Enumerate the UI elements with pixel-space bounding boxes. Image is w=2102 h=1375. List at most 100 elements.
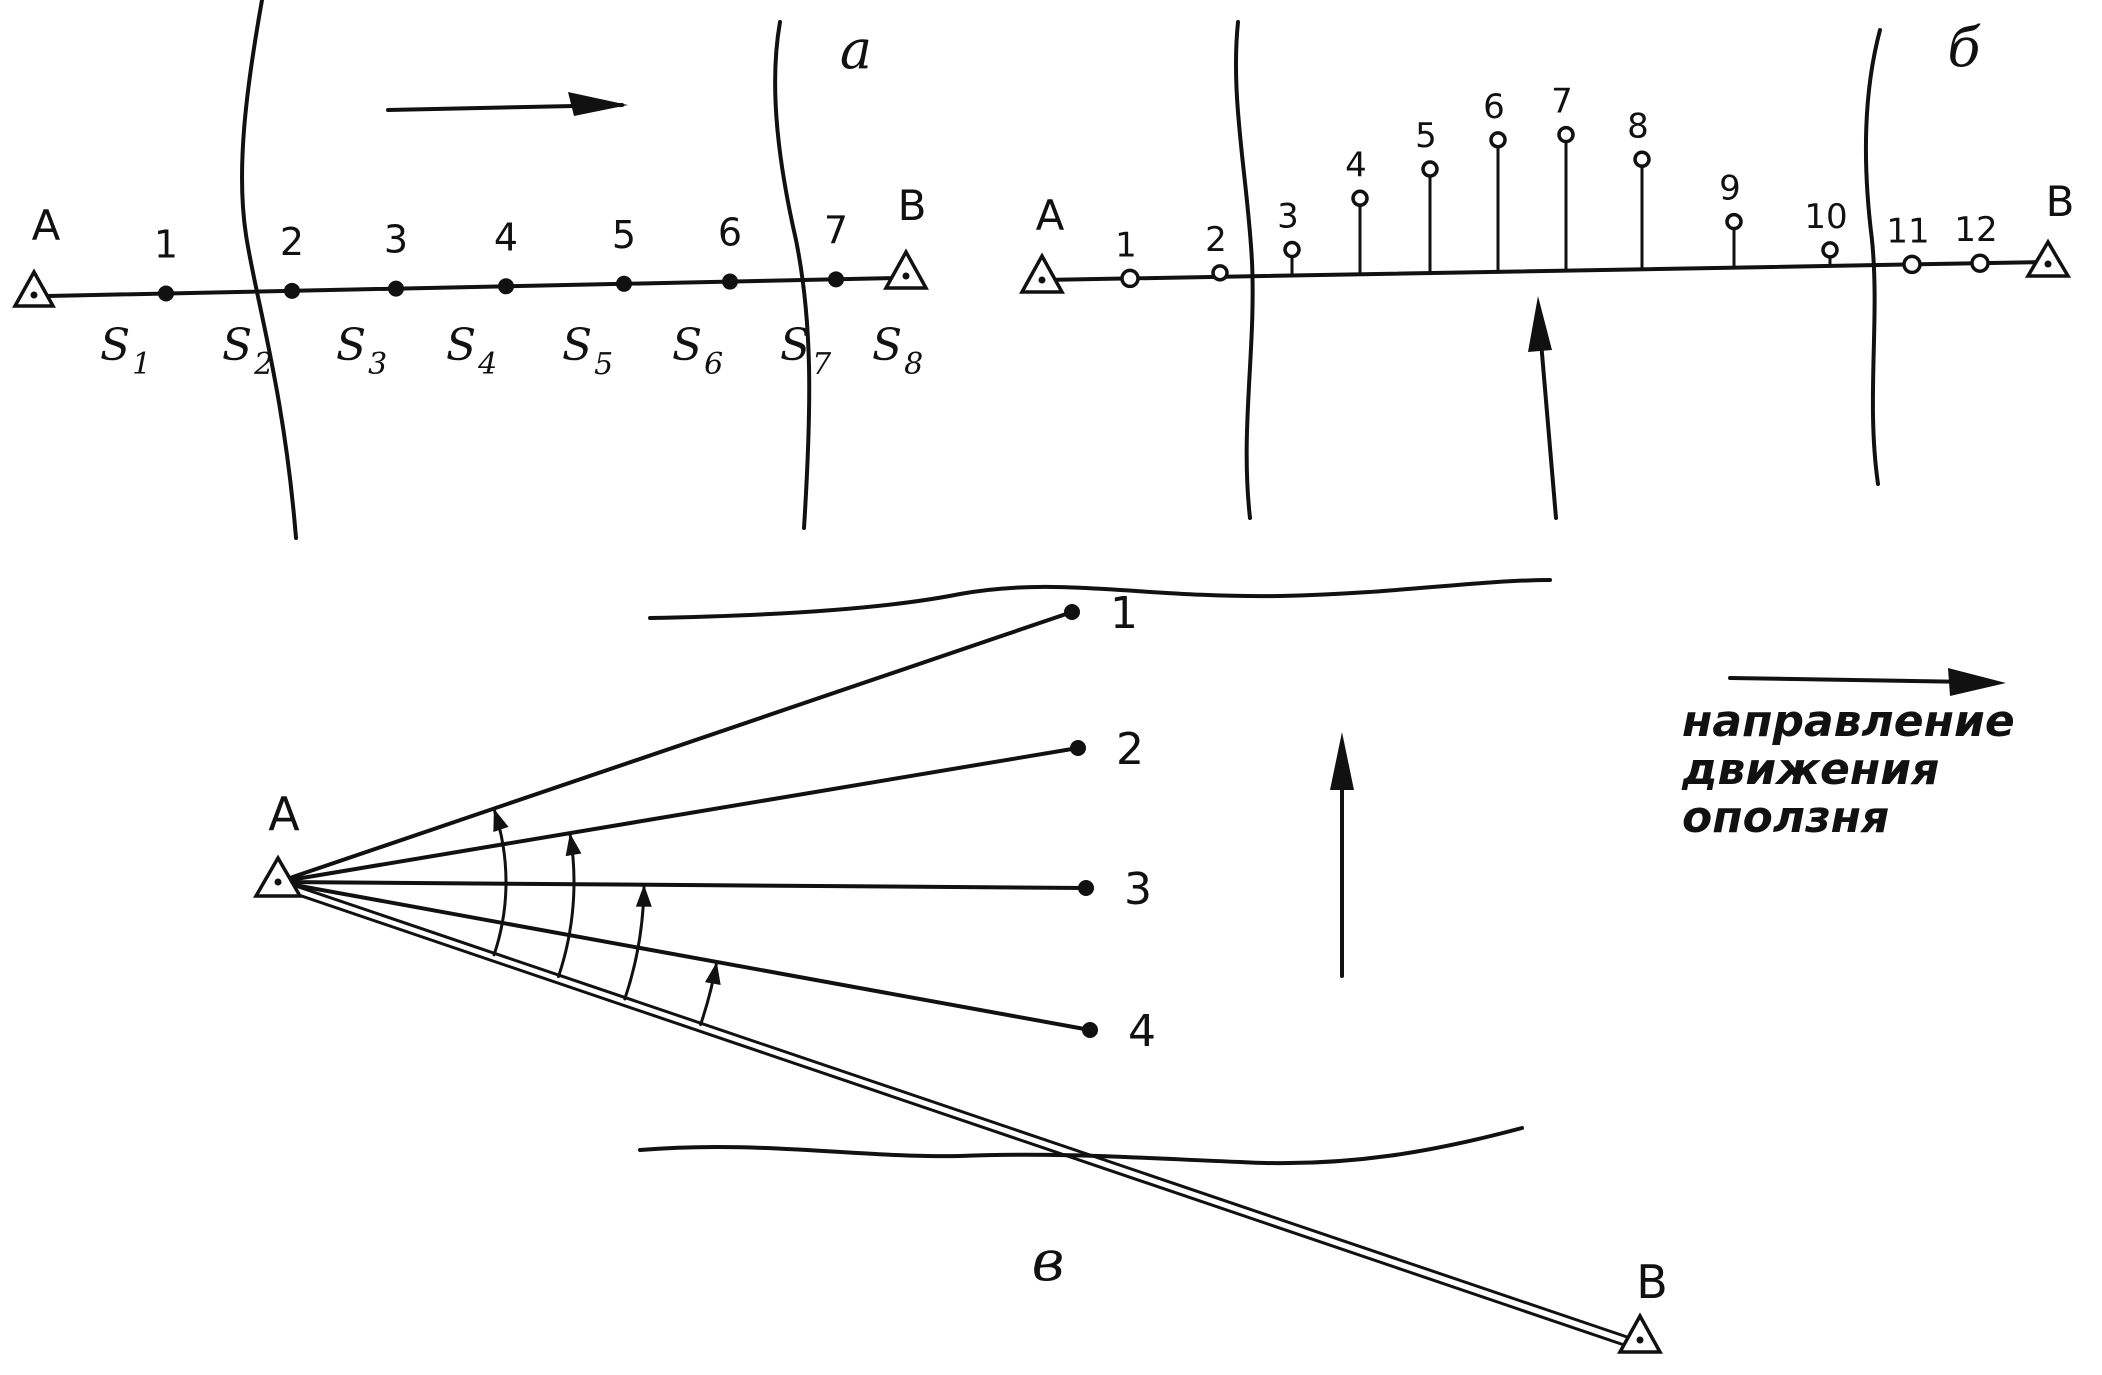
panel-c-point-3 [1078, 880, 1094, 896]
panel-b-peg-label: 2 [1205, 220, 1227, 260]
legend-arrow [1728, 676, 1974, 684]
panel-c-baseline-line-1 [276, 878, 1638, 1342]
panel-b-peg-label: 1 [1115, 225, 1137, 265]
panel-c-ray-1 [276, 610, 1074, 884]
panel-c-point-label: 1 [1110, 588, 1138, 639]
panel-c-arrowhead-icon [1330, 732, 1354, 790]
legend-line-3: оползня [1682, 792, 1889, 843]
panel-a-segment-label: S1 [100, 320, 151, 382]
panel-b-right-boundary [1863, 28, 1882, 486]
panel-b-peg-7 [1557, 125, 1575, 144]
panel-b-station-b-icon [2024, 238, 2072, 278]
panel-a-station-a-icon [12, 268, 56, 308]
panel-a-point-6 [722, 273, 738, 290]
panel-c-station-b-label: B [1636, 1255, 1668, 1309]
panel-b-peg-8 [1633, 150, 1651, 169]
panel-b-arrowhead-icon [1528, 296, 1552, 352]
panel-b-peg-label: 4 [1345, 145, 1367, 185]
panel-b-peg-label: 10 [1804, 197, 1847, 237]
panel-a-point-3 [388, 280, 404, 297]
panel-b-peg-3 [1283, 240, 1301, 259]
panel-c-station-a-icon [252, 854, 304, 898]
panel-a-point-label: 5 [612, 213, 636, 257]
legend-arrowhead-icon [1948, 668, 2006, 696]
panel-c-ray-4 [276, 880, 1092, 1032]
panel-a-segment-label: S5 [562, 320, 613, 382]
panel-b-peg-4 [1351, 189, 1369, 208]
panel-a-traverse-line [46, 276, 900, 298]
panel-a-point-label: 7 [824, 208, 848, 252]
panel-b-peg-6 [1489, 131, 1507, 149]
panel-a-point-label: 2 [280, 220, 304, 264]
panel-b-peg-label: 6 [1483, 87, 1505, 127]
panel-a-point-1 [158, 285, 174, 302]
panel-c-point-1 [1064, 604, 1080, 620]
panel-b-station-b-label: B [2046, 177, 2075, 226]
panel-b-station-a-icon [1019, 252, 1065, 294]
panel-a-points: 1 2 3 4 5 6 7 [154, 208, 848, 302]
panel-a-point-label: 3 [384, 218, 408, 262]
panel-c-station-b-icon [1617, 1312, 1663, 1354]
panel-a-point-label: 4 [494, 215, 518, 259]
panel-b-peg-label: 8 [1627, 106, 1649, 146]
panel-c-arc-arrowhead-icon [493, 808, 509, 833]
panel-c-point-2 [1070, 740, 1086, 756]
panel-b-peg-label: 7 [1551, 82, 1573, 122]
panel-b-peg-label: 9 [1719, 169, 1741, 209]
panel-b-peg-label: 11 [1886, 211, 1929, 251]
panel-a-station-a-label: A [32, 201, 61, 250]
panel-a-segment-label: S8 [872, 320, 923, 382]
panel-c-arc-arrowhead-icon [565, 833, 582, 857]
panel-c-ray-2 [276, 746, 1080, 884]
legend-line-1: направление [1682, 696, 2015, 747]
panel-c-rays: 1 2 3 4 [276, 588, 1156, 1057]
panel-a-point-5 [616, 275, 632, 292]
panel-b-peg-1 [1120, 268, 1140, 289]
panel-c-tag: в [1032, 1229, 1065, 1294]
panel-b-peg-label: 3 [1277, 197, 1299, 237]
panel-a-point-label: 1 [154, 223, 178, 267]
panel-c-angle-arcs [492, 807, 721, 1027]
panel-b-peg-12 [1970, 253, 1990, 273]
panel-c-point-label: 3 [1124, 864, 1152, 915]
panel-b-traverse-line [1040, 260, 2050, 282]
panel-c-station-a-label: A [268, 787, 300, 841]
panel-a-left-boundary [240, 0, 298, 540]
panel-b-peg-2 [1211, 264, 1229, 282]
panel-a-point-2 [284, 282, 300, 299]
panel-b-motion-arrow [1538, 328, 1558, 520]
panel-a-segment-label: S7 [780, 320, 832, 382]
panel-b-tag: б [1948, 16, 1982, 79]
panel-c-point-label: 2 [1116, 724, 1144, 775]
panel-a-station-b-label: B [898, 181, 927, 230]
panel-a-point-label: 6 [718, 211, 742, 255]
panel-b-station-a-label: A [1036, 191, 1065, 240]
panel-c-baseline-line-2 [276, 886, 1638, 1351]
panel-c-ray-3 [276, 880, 1088, 890]
panel-a-segment-label: S4 [446, 320, 497, 382]
panel-b-peg-10 [1821, 241, 1839, 259]
panel-c-point-label: 4 [1128, 1006, 1156, 1057]
panel-b-peg-9 [1725, 212, 1743, 231]
panel-a-right-boundary [773, 20, 812, 530]
panel-c-upper-boundary [648, 578, 1552, 620]
panel-c-arc-arrowhead-icon [635, 884, 652, 907]
panel-a-tag: а [840, 18, 872, 81]
panel-a-segment-label: S6 [672, 320, 723, 382]
panel-c-arc-arrowhead-icon [704, 961, 721, 986]
panel-b-peg-11 [1902, 254, 1922, 275]
panel-a-station-b-icon [883, 248, 929, 290]
panel-a-arrowhead-icon [568, 92, 628, 116]
panel-b-peg-label: 5 [1415, 116, 1437, 156]
panel-b-peg-label: 12 [1954, 210, 1997, 250]
panel-b-peg-5 [1421, 160, 1439, 178]
panel-c-point-4 [1082, 1022, 1098, 1038]
panel-a-point-7 [828, 271, 844, 288]
